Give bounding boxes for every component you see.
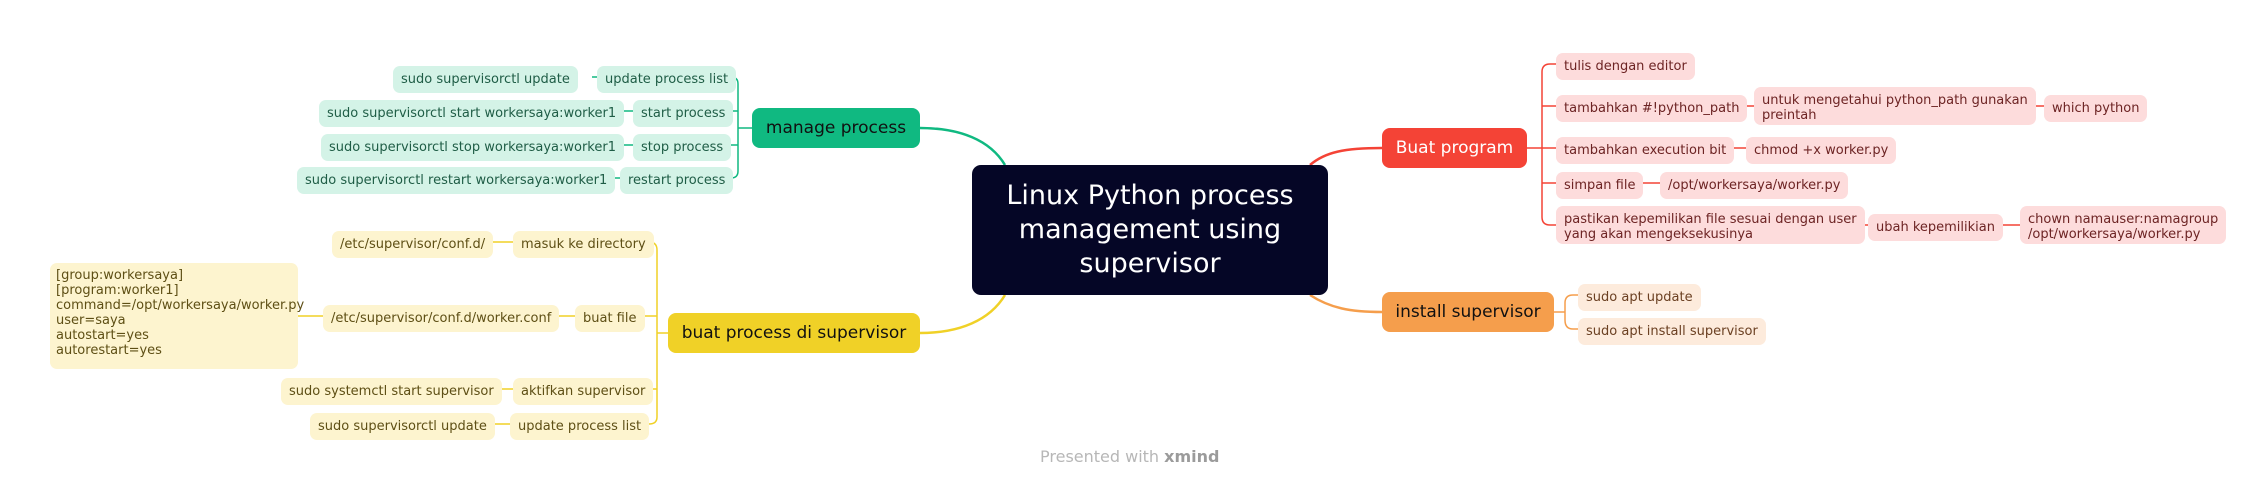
topic-buat-program[interactable]: Buat program [1382, 128, 1527, 168]
topic-buat-label: Buat program [1395, 137, 1514, 158]
subtopic-tambahkan-python-path[interactable]: tambahkan #!python_path [1556, 95, 1748, 122]
leaf-supervisorctl-restart[interactable]: sudo supervisorctl restart workersaya:wo… [297, 167, 616, 194]
topic-manage-label: manage process [765, 117, 907, 138]
link-central-install [1309, 293, 1383, 314]
leaf-chown[interactable]: chown namauser:namagroup /opt/workersaya… [2020, 206, 2227, 244]
subtopic-update-process-list[interactable]: update process list [597, 66, 737, 93]
topic-install-label: install supervisor [1395, 301, 1541, 322]
link-central-supervisor [919, 294, 1007, 335]
leaf-chmod[interactable]: chmod +x worker.py [1746, 137, 1897, 164]
install-branch-links [1554, 294, 1578, 330]
leaf-untuk-mengetahui[interactable]: untuk mengetahui python_path gunakan pre… [1754, 87, 2036, 125]
subtopic-restart-process[interactable]: restart process [620, 167, 734, 194]
subtopic-masuk-directory[interactable]: masuk ke directory [513, 231, 654, 258]
topic-manage-process[interactable]: manage process [752, 108, 920, 148]
leaf-supervisorctl-stop[interactable]: sudo supervisorctl stop workersaya:worke… [321, 134, 624, 161]
footer-prefix: Presented with [1040, 447, 1160, 466]
subtopic-tambahkan-execution-bit[interactable]: tambahkan execution bit [1556, 137, 1735, 164]
xmind-logo-text: xmind [1164, 447, 1220, 466]
footer-presented-with: Presented with xmind [1040, 447, 1219, 466]
leaf-opt-path[interactable]: /opt/workersaya/worker.py [1660, 172, 1849, 199]
subtopic-update-process-list-2[interactable]: update process list [510, 413, 650, 440]
subtopic-pastikan-kepemilikan[interactable]: pastikan kepemilikan file sesuai dengan … [1556, 206, 1865, 244]
leaf-supervisorctl-start[interactable]: sudo supervisorctl start workersaya:work… [319, 100, 625, 127]
topic-install-supervisor[interactable]: install supervisor [1382, 292, 1554, 332]
subtopic-simpan-file[interactable]: simpan file [1556, 172, 1644, 199]
leaf-which-python[interactable]: which python [2044, 95, 2148, 122]
subtopic-start-process[interactable]: start process [633, 100, 734, 127]
leaf-supervisorctl-update[interactable]: sudo supervisorctl update [393, 66, 578, 93]
leaf-apt-install[interactable]: sudo apt install supervisor [1578, 318, 1766, 345]
subtopic-buat-file[interactable]: buat file [575, 305, 645, 332]
central-topic-label: Linux Python process management using su… [1006, 180, 1294, 279]
topic-buat-process-supervisor[interactable]: buat process di supervisor [668, 313, 920, 353]
subtopic-tulis-editor[interactable]: tulis dengan editor [1556, 53, 1695, 80]
leaf-conf-file[interactable]: /etc/supervisor/conf.d/worker.conf [323, 305, 560, 332]
leaf-ubah-kepemilikan[interactable]: ubah kepemilikian [1868, 214, 2003, 241]
leaf-apt-update[interactable]: sudo apt update [1578, 284, 1701, 311]
link-central-buat [1309, 146, 1383, 166]
subtopic-stop-process[interactable]: stop process [633, 134, 732, 161]
central-topic[interactable]: Linux Python process management using su… [972, 165, 1328, 295]
leaf-conf-content[interactable]: [group:workersaya] [program:worker1] com… [50, 263, 304, 369]
leaf-supervisorctl-update-2[interactable]: sudo supervisorctl update [310, 413, 495, 440]
leaf-conf-dir[interactable]: /etc/supervisor/conf.d/ [332, 231, 494, 258]
leaf-systemctl-start[interactable]: sudo systemctl start supervisor [281, 378, 502, 405]
link-central-manage [919, 126, 1007, 166]
topic-supervisor-label: buat process di supervisor [681, 322, 907, 343]
subtopic-aktifkan-supervisor[interactable]: aktifkan supervisor [513, 378, 654, 405]
